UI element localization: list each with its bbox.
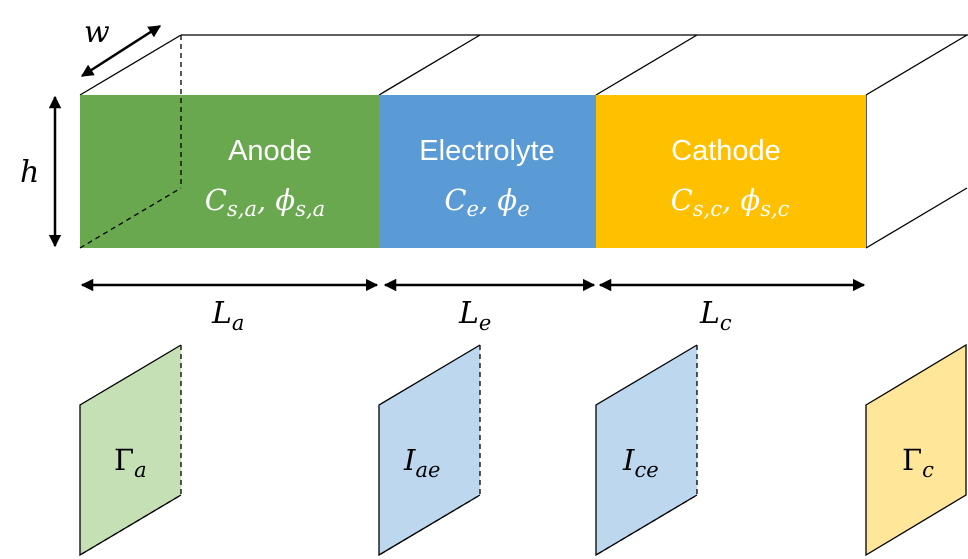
anode-length-label: La: [211, 296, 244, 335]
cathode-region: [596, 95, 866, 248]
interface-plane-cathode-electrolyte: [595, 344, 698, 557]
electrolyte-region: [379, 95, 596, 248]
interface-plane-anode-electrolyte: [378, 344, 481, 557]
anode-electrolyte-interface-label: Iae: [403, 443, 440, 482]
hidden-edges: [79, 35, 182, 249]
interface-plane-cathode-boundary: [865, 343, 967, 557]
anode-variables: Cs,a, ϕs,a: [205, 183, 325, 221]
anode-boundary-label: Γa: [114, 443, 147, 482]
interface-plane-anode-boundary: [79, 344, 182, 557]
anode-title: Anode: [228, 135, 312, 167]
cathode-variables: Cs,c, ϕs,c: [671, 183, 790, 221]
cathode-boundary-label: Γc: [902, 443, 934, 482]
width-arrow: [80, 24, 162, 78]
width-label: w: [84, 15, 110, 50]
electrolyte-length-label: Le: [458, 296, 491, 335]
height-label: h: [20, 155, 39, 190]
cathode-title: Cathode: [671, 135, 781, 167]
cathode-length-label: Lc: [699, 296, 732, 335]
electrolyte-title: Electrolyte: [419, 135, 554, 167]
cathode-electrolyte-interface-label: Ice: [622, 443, 659, 482]
anode-region: [80, 95, 379, 248]
electrolyte-variables: Ce, ϕe: [444, 183, 529, 221]
